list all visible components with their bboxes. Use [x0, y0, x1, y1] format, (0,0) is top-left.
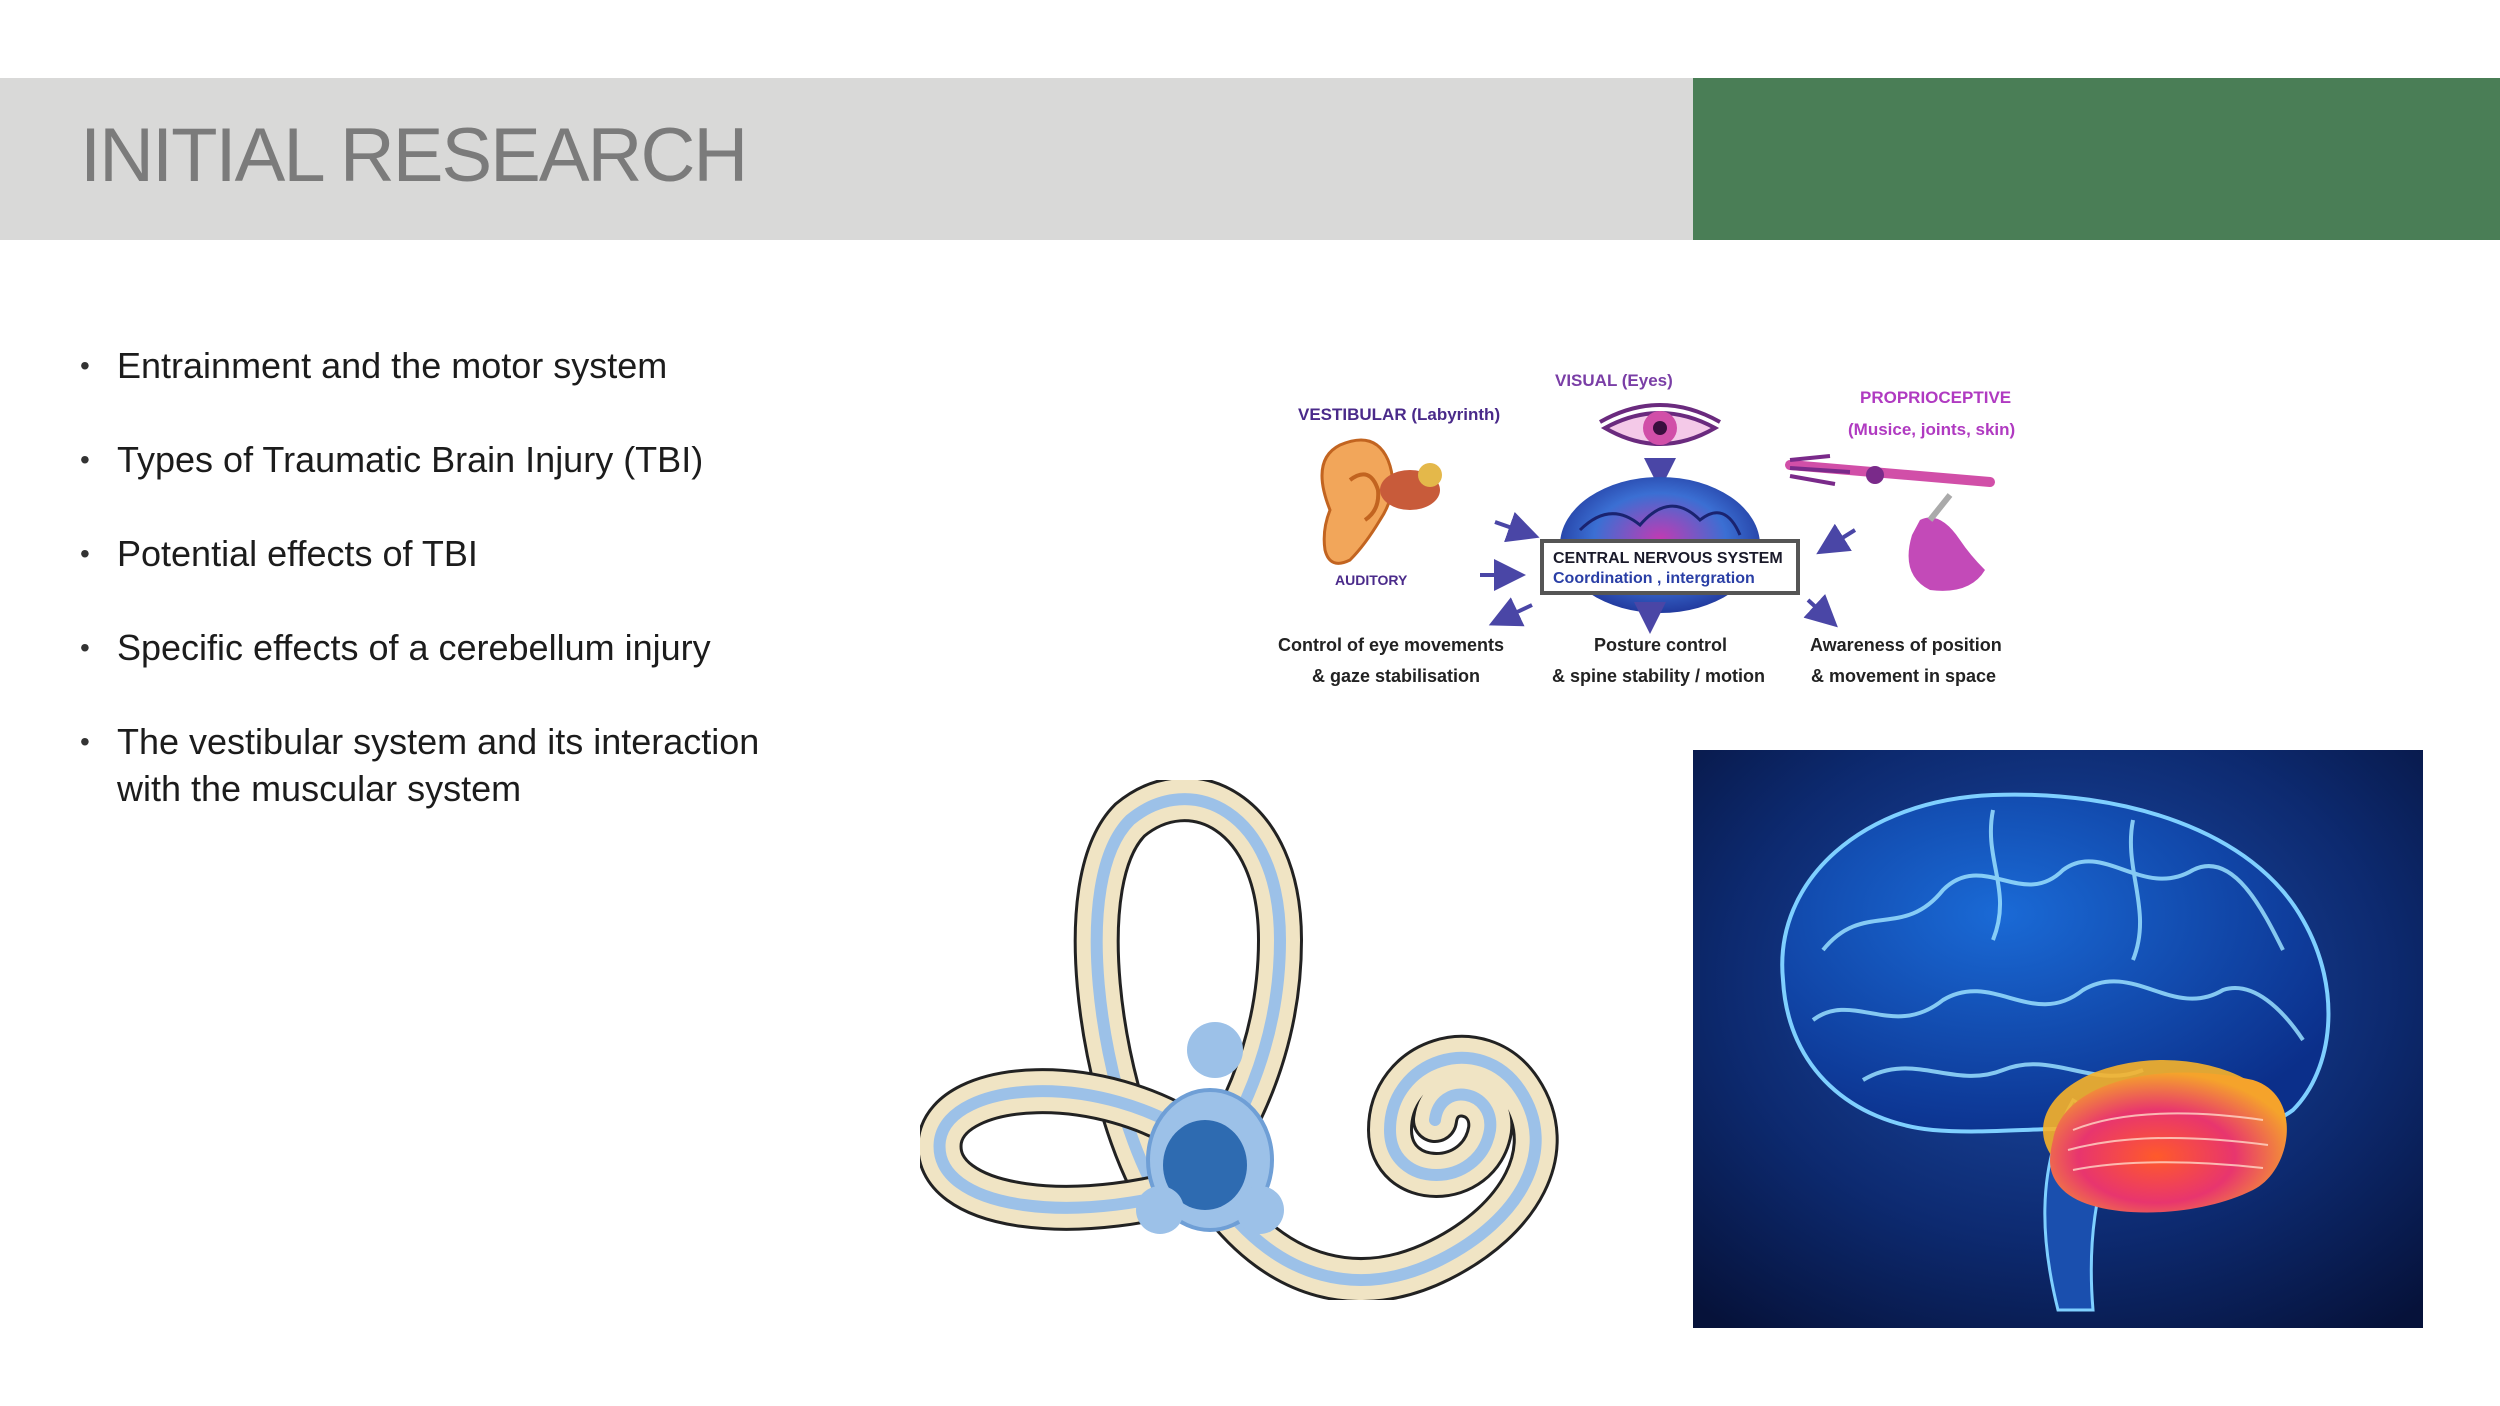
- bullet-item: • Potential effects of TBI: [80, 530, 840, 577]
- header-bar: [0, 78, 1693, 240]
- cerebellum-highlight: [2043, 1060, 2287, 1213]
- ear-icon: [1320, 438, 1442, 565]
- inner-ear-illustration: [920, 780, 1559, 1300]
- proprioceptive-sub-label: (Musice, joints, skin): [1848, 420, 2015, 439]
- bullet-dot-icon: •: [80, 632, 90, 663]
- bullet-dot-icon: •: [80, 444, 90, 475]
- sensory-integration-diagram: VISUAL (Eyes) VESTIBULAR (Labyrinth) PRO…: [1278, 371, 2015, 686]
- bullet-text: Entrainment and the motor system: [117, 345, 668, 386]
- cns-subtitle: Coordination , intergration: [1553, 570, 1755, 587]
- output-posture-line2: & spine stability / motion: [1552, 666, 1765, 686]
- cns-title: CENTRAL NERVOUS SYSTEM: [1553, 550, 1783, 567]
- bullet-dot-icon: •: [80, 350, 90, 381]
- bullet-item: • Entrainment and the motor system: [80, 342, 840, 389]
- bullet-item: • Types of Traumatic Brain Injury (TBI): [80, 436, 840, 483]
- brain-cerebellum-illustration: [1693, 750, 2423, 1328]
- proprioceptive-label: PROPRIOCEPTIVE: [1860, 388, 2011, 407]
- bullet-dot-icon: •: [80, 726, 90, 757]
- bullet-text: Potential effects of TBI: [117, 533, 478, 574]
- header-accent-block: [1693, 78, 2500, 240]
- output-eye-line2: & gaze stabilisation: [1312, 666, 1480, 686]
- bullet-item: • The vestibular system and its interacti…: [80, 718, 807, 812]
- eye-icon: [1599, 403, 1721, 446]
- bullet-list: • Entrainment and the motor system • Types…: [80, 342, 840, 859]
- bullet-item: • Specific effects of a cerebellum injury: [80, 624, 840, 671]
- bullet-text: The vestibular system and its interactio…: [117, 721, 760, 809]
- arm-muscle-icon: [1908, 493, 1985, 591]
- output-posture-line1: Posture control: [1594, 635, 1727, 655]
- bullet-dot-icon: •: [80, 538, 90, 569]
- page-title: INITIAL RESEARCH: [80, 113, 748, 198]
- output-awareness-line2: & movement in space: [1811, 666, 1996, 686]
- output-awareness-line1: Awareness of position: [1810, 635, 2002, 655]
- vestibular-label: VESTIBULAR (Labyrinth): [1298, 405, 1500, 424]
- bullet-text: Specific effects of a cerebellum injury: [117, 627, 711, 668]
- visual-label: VISUAL (Eyes): [1555, 371, 1673, 390]
- hand-skeleton-icon: [1785, 454, 1995, 487]
- bullet-text: Types of Traumatic Brain Injury (TBI): [117, 439, 704, 480]
- auditory-label: AUDITORY: [1335, 572, 1408, 588]
- output-eye-line1: Control of eye movements: [1278, 635, 1504, 655]
- cns-box: [1540, 539, 1800, 595]
